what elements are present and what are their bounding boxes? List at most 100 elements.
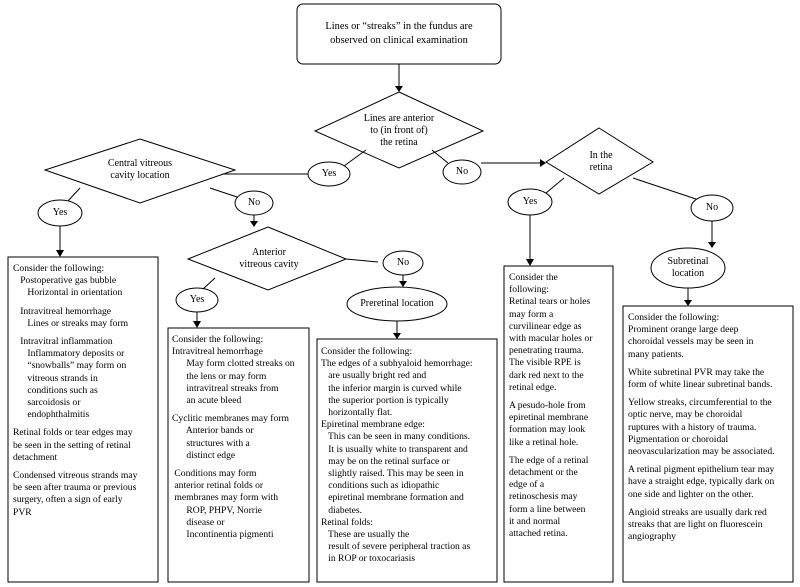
central-no-label: No	[247, 197, 261, 208]
box-line: intravitreal streaks from	[172, 382, 279, 394]
box-line: the lens or may form	[172, 370, 267, 382]
box-line: The edges of a subhyaloid hemorrhage:	[321, 358, 473, 370]
box-line: Postoperative gas bubble	[13, 275, 117, 287]
preretinal-box	[316, 338, 498, 583]
box-line: The visible RPE is	[509, 357, 581, 369]
box-line: structures with a	[172, 437, 250, 449]
retina-box	[503, 265, 614, 583]
box-line: epiretinal membrane formation and	[321, 492, 464, 504]
box-line: neovascularization may be associated.	[628, 446, 775, 458]
box-line: Angioid streaks are usually dark red	[628, 506, 767, 518]
box-line: may form a	[509, 308, 554, 320]
av-yes-label: Yes	[189, 294, 205, 305]
box-line: White subretinal PVR may take the	[628, 366, 765, 378]
anterior-yes-label: Yes	[321, 168, 337, 179]
box-line: endophthalmitis	[13, 409, 90, 421]
in-retina-decision-label: In the retina	[589, 150, 613, 173]
box-line: ROP, PHPV, Norrie	[172, 504, 262, 516]
box-line: detachment or the	[509, 467, 578, 479]
box-line: choroidal vessels may be seen in	[628, 336, 754, 348]
anterior-no-label: No	[455, 166, 469, 177]
box-line: Anterior bands or	[172, 425, 254, 437]
box-line: conditions such as	[13, 384, 98, 396]
box-line: attached retina.	[509, 528, 568, 540]
box-line: PVR	[13, 506, 32, 518]
box-line: form a line between	[509, 503, 586, 515]
box-line: have a straight edge, typically dark on	[628, 476, 775, 488]
anterior-no-oval	[442, 159, 482, 185]
box-line: Retinal folds or tear edges may	[13, 427, 133, 439]
box-line: detachment	[13, 451, 58, 463]
box-line: Intravitral inflammation	[13, 336, 113, 348]
subretinal-box	[622, 305, 794, 583]
retina-no-label: No	[705, 202, 719, 213]
central-decision	[43, 138, 237, 204]
box-line: edge of a	[509, 479, 545, 491]
box-line: result of severe peripheral traction as	[321, 541, 471, 553]
box-line: Consider the following:	[628, 312, 720, 323]
box-line: penetrating trauma.	[509, 345, 584, 357]
box-line: angiography	[628, 531, 676, 543]
box-line: It is usually white to transparent and	[321, 443, 468, 455]
box-line: be seen in the setting of retinal	[13, 439, 131, 451]
box-line: surgery, often a sign of early	[13, 494, 123, 506]
box-line: distinct edge	[172, 449, 236, 461]
box-line: formation may look	[509, 424, 586, 436]
box-line: may be on the retinal surface or	[321, 455, 450, 467]
box-line: The edge of a retinal	[509, 454, 589, 466]
box-line: be seen after trauma or previous	[13, 482, 137, 494]
box-line: Consider the following:	[13, 263, 105, 274]
box-line: Retinal folds:	[321, 516, 373, 528]
box-line: horizontally flat.	[321, 407, 393, 419]
box-line: A retinal pigment epithelium tear may	[628, 464, 775, 476]
central-decision-label: Central vitreous cavity location	[107, 158, 173, 181]
box-line: curvilinear edge as	[509, 320, 582, 332]
box-line: Yellow streaks, circumferential to the	[628, 397, 772, 409]
anterior-decision	[313, 91, 485, 169]
box-line: are usually bright red and	[321, 370, 427, 382]
box-line: dark red next to the	[509, 369, 584, 381]
anterior-vitreous-considerations: Consider the following:Intravitreal hemo…	[172, 334, 307, 580]
central-yes-label: Yes	[52, 207, 68, 218]
box-line: optic nerve, may be choroidal	[628, 409, 743, 421]
box-line: This can be seen in many conditions.	[321, 431, 471, 443]
box-line: many patients.	[628, 348, 684, 360]
preretinal-label: Preretinal location	[360, 298, 434, 309]
central-box	[7, 256, 159, 583]
box-line: Cyclitic membranes may form	[172, 413, 289, 425]
box-line: A pesudo-hole from	[509, 400, 586, 412]
av-no-label: No	[396, 257, 410, 268]
box-line: following:	[509, 284, 549, 296]
box-line: These are usually the	[321, 529, 410, 541]
box-line: anterior retinal folds or	[172, 480, 264, 492]
box-line: in ROP or toxocariasis	[321, 553, 415, 565]
box-line: an acute bleed	[172, 395, 242, 407]
box-line: Consider the	[509, 272, 558, 283]
box-line: with macular holes or	[509, 333, 593, 345]
box-line: Inflammatory deposits or	[13, 348, 125, 360]
box-line: Lines or streaks may form	[13, 317, 129, 329]
box-line: retinal edge.	[509, 381, 557, 393]
box-line: Consider the following:	[172, 334, 264, 345]
retina-yes-label: Yes	[522, 196, 538, 207]
box-line: sarcoidosis or	[13, 397, 81, 409]
anterior-decision-label: Lines are anterior to (in front of) the …	[363, 113, 435, 148]
central-considerations: Consider the following: Postoperative ga…	[13, 263, 155, 579]
box-line: Condensed vitreous strands may	[13, 470, 138, 482]
box-line: Incontinentia pigmenti	[172, 529, 274, 541]
box-line: May form clotted streaks on	[172, 358, 295, 370]
box-line: Intravitreal hemorrhage	[172, 346, 263, 358]
box-line: streaks that are light on fluorescein	[628, 519, 763, 531]
box-line: “snowballs” may form on	[13, 360, 127, 372]
box-line: slightly raised. This may be seen in	[321, 468, 464, 480]
box-line: retinoschesis may	[509, 491, 578, 503]
in-retina-decision	[545, 127, 654, 195]
box-line: the superior portion is typically	[321, 394, 449, 406]
box-line: Intravitreal hemorrhage	[13, 305, 112, 317]
start-label: Lines or “streaks” in the fundus are obs…	[325, 21, 473, 46]
box-line: membranes may form with	[172, 492, 279, 504]
box-line: Horizontal in orientation	[13, 287, 123, 299]
subretinal-label: Subretinal location	[667, 256, 709, 279]
